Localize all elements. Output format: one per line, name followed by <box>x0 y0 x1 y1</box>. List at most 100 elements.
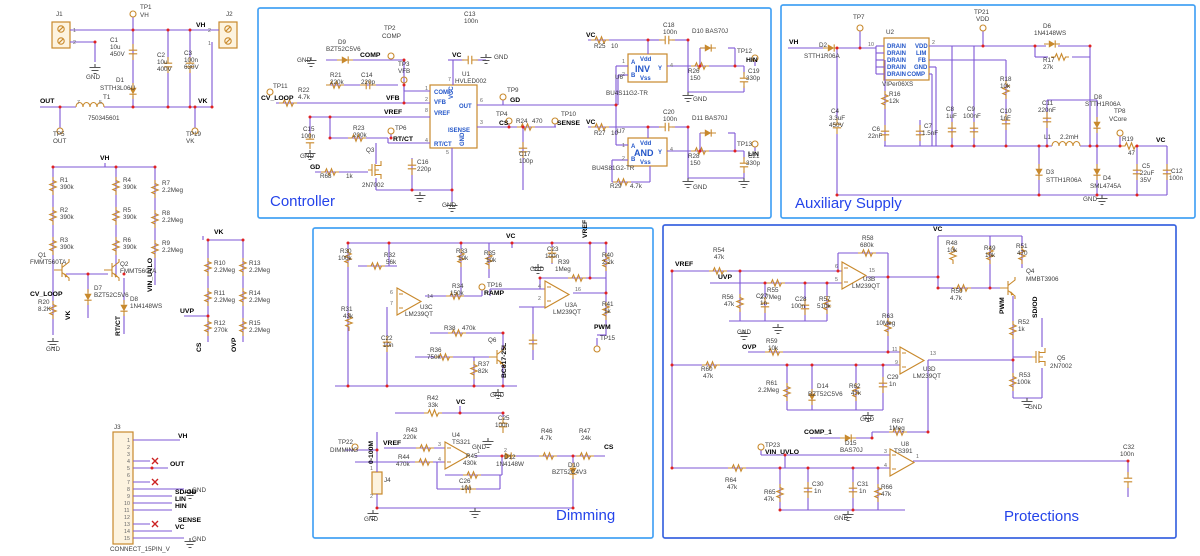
label-r12: R12 <box>214 320 226 327</box>
label-r61: R61 <box>766 380 778 387</box>
label-r56: R56 <box>722 294 734 301</box>
label-r45: R45 <box>466 453 478 460</box>
label-vcc: VCC <box>449 86 455 99</box>
label-47: 47 <box>1128 150 1136 157</box>
gnd-symbol <box>88 63 102 75</box>
label-100k: 100k <box>1017 379 1032 386</box>
label-r20: R20 <box>38 299 50 306</box>
junction-dot <box>402 83 406 87</box>
label-3-3uf: 3.3uF <box>829 115 845 122</box>
cap-symbol <box>658 122 676 132</box>
label-10k: 10k <box>486 257 497 264</box>
label-gnd: GND <box>297 57 311 64</box>
label-4-7k: 4.7k <box>298 94 311 101</box>
label-450v: 450V <box>110 51 126 58</box>
res-symbol <box>112 206 120 226</box>
label-2-7meg: 2.7Meg <box>760 294 782 301</box>
dio-symbol <box>83 288 93 306</box>
junction-dot <box>972 144 976 148</box>
label-10k: 10k <box>1000 83 1011 90</box>
label-150k: 150k <box>450 290 465 297</box>
junction-dot <box>1088 44 1092 48</box>
label-r19: R19 <box>1122 136 1134 143</box>
label-c31: C31 <box>857 481 869 488</box>
label-15: 15 <box>869 268 875 274</box>
label-220p: 220p <box>361 79 376 86</box>
label-tp12: TP12 <box>737 48 753 55</box>
label-vdd: Vdd <box>640 57 652 63</box>
label-fmmt560ta: FMMT560TA <box>30 259 67 266</box>
junction-dot <box>698 64 702 68</box>
label-r48: R48 <box>946 240 958 247</box>
gnd-symbol <box>468 507 482 519</box>
label-j4: J4 <box>384 477 391 484</box>
label-12: 12 <box>124 515 130 521</box>
label-hin: HIN <box>175 503 187 510</box>
label-d12: D12 <box>504 454 516 461</box>
label-stth1r06a: STTH1R06A <box>804 53 840 60</box>
label-47k: 47k <box>727 484 738 491</box>
label-100n: 100n <box>545 253 560 260</box>
dio-symbol <box>1092 116 1102 134</box>
label-u3d: U3D <box>923 366 936 373</box>
label-10k: 10k <box>768 345 779 352</box>
label-100n: 100n <box>1169 175 1184 182</box>
label-tp15: TP15 <box>600 335 616 342</box>
label-c22: C22 <box>381 335 393 342</box>
label-d8: D8 <box>1094 94 1103 101</box>
res-symbol <box>414 458 434 466</box>
label-q6: Q6 <box>488 337 497 344</box>
label-100n: 100n <box>663 116 678 123</box>
junction-dot <box>206 238 210 242</box>
res-symbol <box>538 452 558 460</box>
junction-dot <box>936 275 940 279</box>
junction-dot <box>926 430 930 434</box>
tp-symbol <box>751 140 759 148</box>
label-r64: R64 <box>725 477 737 484</box>
label-r24: R24 <box>516 118 528 125</box>
label-c28: C28 <box>795 296 807 303</box>
junction-dot <box>783 453 787 457</box>
label-10u: 10u <box>157 59 168 66</box>
label-680k: 680k <box>860 242 875 249</box>
junction-dot <box>1004 144 1008 148</box>
label-r31: R31 <box>341 306 353 313</box>
res-symbol <box>204 257 212 277</box>
label-c13: C13 <box>464 11 476 18</box>
label-100n: 100n <box>663 29 678 36</box>
junction-dot <box>835 46 839 50</box>
label-mmbt3906: MMBT3906 <box>1026 276 1059 283</box>
label-c26: C26 <box>459 478 471 485</box>
res-symbol <box>151 179 159 199</box>
label-r29: R29 <box>610 183 622 190</box>
tp-symbol <box>856 24 864 32</box>
gnd-symbol <box>681 91 695 103</box>
label-c30: C30 <box>812 481 824 488</box>
xr-symbol <box>151 478 159 486</box>
label-10k: 10k <box>985 252 996 259</box>
label-3: 3 <box>480 120 483 126</box>
junction-dot <box>346 384 350 388</box>
label-c21: C21 <box>748 153 760 160</box>
label-r33: R33 <box>456 248 468 255</box>
gnd-symbol <box>413 191 427 203</box>
label-5: 5 <box>835 277 838 283</box>
junction-dot <box>1095 193 1099 197</box>
label-6: 6 <box>835 264 838 270</box>
label-2: 2 <box>208 28 211 34</box>
label-y: Y <box>658 150 662 156</box>
label-100n: 100n <box>184 57 199 64</box>
junction-dot <box>810 363 814 367</box>
label-vk: VK <box>198 98 208 105</box>
label-d2: D2 <box>819 42 828 49</box>
res-symbol <box>423 409 443 417</box>
label-u4: U4 <box>452 432 461 439</box>
label-out: OUT <box>40 98 55 105</box>
label-uvp: UVP <box>718 274 732 281</box>
label-uvp: UVP <box>180 308 194 315</box>
label-2-2meg: 2.2Meg <box>249 297 271 304</box>
gnd-symbol <box>479 53 493 65</box>
label-vc: VC <box>586 119 596 126</box>
label-r21: R21 <box>330 72 342 79</box>
